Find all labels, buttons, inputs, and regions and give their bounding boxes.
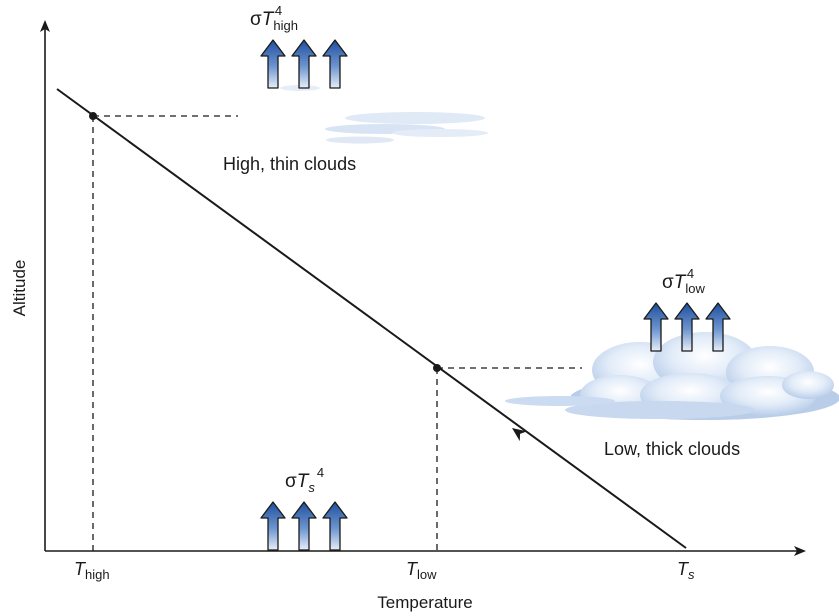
y-axis-label: Altitude <box>10 260 29 317</box>
up-arrow-icon <box>260 501 286 551</box>
up-arrow-icon <box>291 501 317 551</box>
surface-emission-arrows <box>260 501 348 551</box>
low-emission-label: σTlow4 <box>662 266 705 296</box>
direction-arrowhead <box>512 428 527 442</box>
up-arrow-icon <box>674 302 700 352</box>
t-low-tick-label: Tlow <box>406 559 437 582</box>
up-arrow-icon <box>322 501 348 551</box>
low-emission-arrows <box>643 302 731 352</box>
up-arrow-icon <box>643 302 669 352</box>
up-arrow-icon <box>705 302 731 352</box>
high-thin-cloud <box>280 85 488 144</box>
high-emission-label: σThigh4 <box>250 3 298 33</box>
t-s-tick-label: Ts <box>677 559 695 582</box>
low-thick-cloud <box>505 332 839 420</box>
lapse-rate-line <box>56 88 687 549</box>
high-emission-arrows <box>260 39 348 89</box>
high-cloud-caption: High, thin clouds <box>223 154 356 174</box>
x-axis-label: Temperature <box>377 593 472 612</box>
t-high-point <box>89 112 97 120</box>
up-arrow-icon <box>260 39 286 89</box>
surface-emission-label: σTs4 <box>285 465 324 495</box>
t-low-point <box>433 364 441 372</box>
t-high-tick-label: Thigh <box>74 559 110 582</box>
up-arrow-icon <box>291 39 317 89</box>
up-arrow-icon <box>322 39 348 89</box>
low-cloud-caption: Low, thick clouds <box>604 439 740 459</box>
